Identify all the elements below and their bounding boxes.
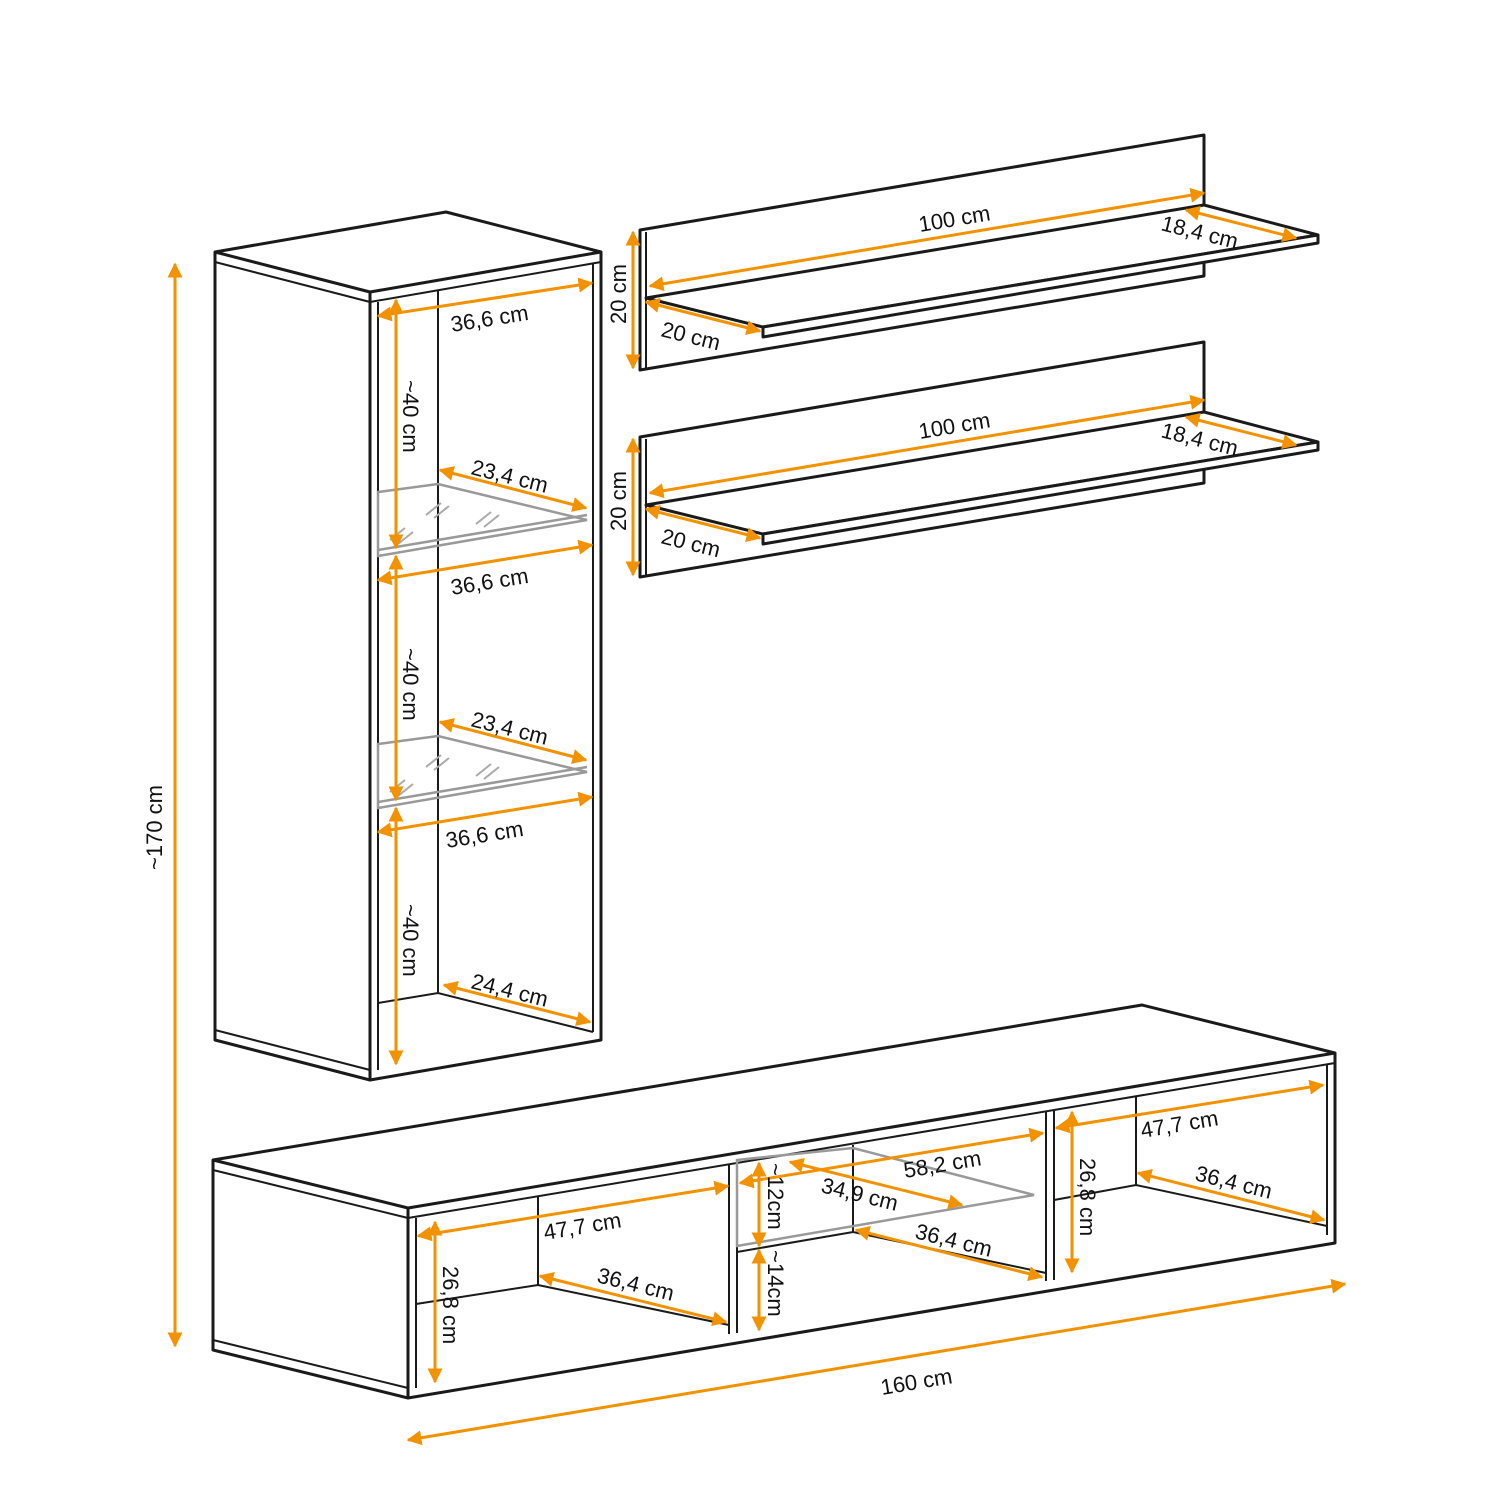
shelf-2-height: 20 cm bbox=[606, 471, 631, 531]
tv-middle-upper-height: ~12cm bbox=[763, 1163, 788, 1230]
tv-left-height: 26,8 cm bbox=[438, 1266, 463, 1344]
cabinet-width-mid-1: 36,6 cm bbox=[449, 563, 530, 600]
cabinet-glass-depth-1: 23,4 cm bbox=[469, 455, 551, 498]
cabinet-width-top: 36,6 cm bbox=[449, 300, 530, 337]
tv-middle-width: 58,2 cm bbox=[902, 1145, 983, 1183]
overall-width-label: 160 cm bbox=[879, 1363, 954, 1400]
cabinet-width-mid-2: 36,6 cm bbox=[444, 816, 525, 853]
tv-middle-lower-height: ~14cm bbox=[763, 1250, 788, 1317]
shelf-1-height: 20 cm bbox=[606, 264, 631, 324]
tv-right-height: 26,8 cm bbox=[1075, 1158, 1100, 1236]
wall-shelf-1 bbox=[638, 133, 1320, 372]
cabinet-height-3: ~40 cm bbox=[398, 904, 423, 977]
cabinet-depth-bottom: 24,4 cm bbox=[469, 969, 551, 1012]
cabinet-glass-depth-2: 23,4 cm bbox=[469, 707, 551, 750]
cabinet-height-2: ~40 cm bbox=[398, 648, 423, 721]
cabinet-height-1: ~40 cm bbox=[398, 380, 423, 453]
dimension-lines bbox=[167, 187, 1347, 1446]
wall-shelf-2 bbox=[638, 340, 1320, 579]
glass-shelf-upper bbox=[376, 482, 588, 558]
overall-height-label: ~170 cm bbox=[142, 785, 167, 870]
glass-shelf-lower bbox=[376, 734, 588, 810]
tv-right-width: 47,7 cm bbox=[1139, 1105, 1220, 1143]
